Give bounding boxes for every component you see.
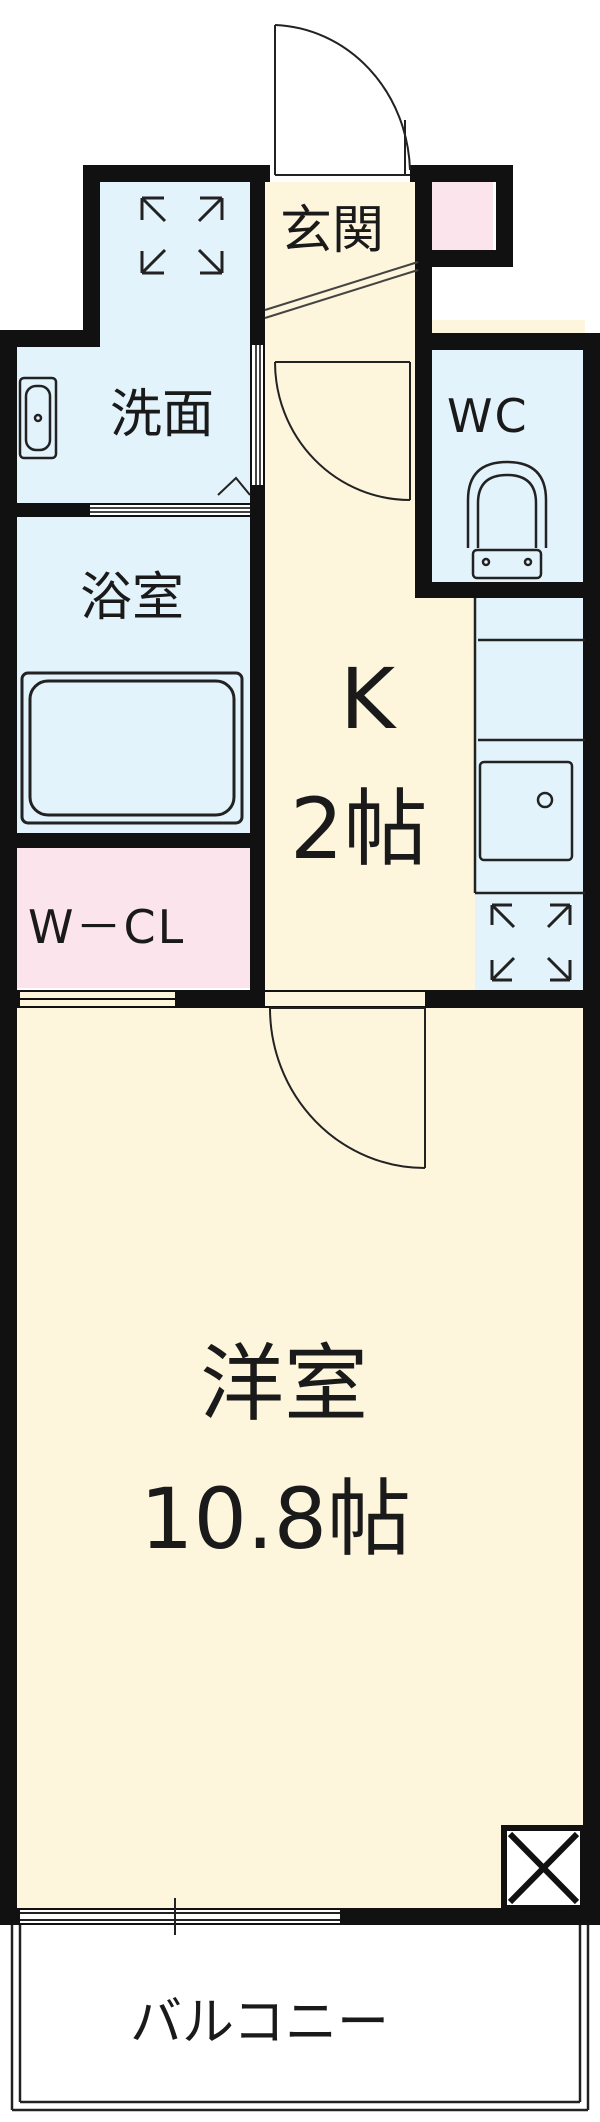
wall-top-left: [0, 330, 100, 347]
wcl-fill: [15, 848, 250, 988]
entrance-fill: [265, 180, 420, 320]
western-door[interactable]: [269, 1007, 426, 1169]
wc-fill: [430, 350, 585, 585]
wall-left: [0, 330, 17, 1925]
wall-entrance-inner: [415, 180, 432, 340]
wall-entrance-bottom: [415, 250, 513, 267]
bathtub-icon: [20, 671, 244, 825]
toilet-icon: [466, 460, 548, 580]
wall-top-entrance-right: [410, 165, 513, 182]
pipe-space-icon: [501, 1825, 586, 1911]
wall-step-vertical: [83, 165, 100, 347]
bath-fill: [15, 515, 255, 835]
entrance-step-line: [264, 261, 419, 311]
sink-icon: [478, 760, 574, 862]
washroom-vent-icon: [140, 196, 224, 275]
balcony-window[interactable]: [20, 1898, 340, 1935]
washroom-fill: [95, 180, 255, 345]
entrance-shoebox: [423, 180, 493, 250]
kitchen-counter-fill: [475, 598, 585, 993]
wall-bath-wcl: [0, 833, 265, 848]
label-balcony: バルコニー: [130, 1993, 389, 2053]
label-bath: 浴室: [80, 568, 184, 628]
entrance-door[interactable]: [270, 24, 411, 182]
label-western-name: 洋室: [200, 1335, 368, 1433]
room-fills: [15, 180, 585, 1908]
kitchen-counter: [473, 598, 585, 895]
western-room-fill: [15, 1008, 585, 1908]
kitchen-vent-icon: [490, 903, 572, 982]
wall-wc-top: [415, 333, 600, 350]
wall-wc-bottom: [415, 582, 600, 598]
label-wcl: W－CL: [28, 900, 185, 954]
label-western-size: 10.8帖: [140, 1470, 411, 1568]
washing-machine-corner: [217, 476, 251, 496]
wall-wc-left: [415, 333, 432, 598]
label-kitchen-name: K: [340, 650, 397, 748]
label-wc: WC: [447, 389, 529, 443]
label-kitchen-size: 2帖: [290, 780, 427, 878]
label-entrance: 玄関: [280, 201, 384, 261]
wall-top-washroom: [83, 165, 270, 182]
label-washroom: 洗面: [110, 385, 214, 445]
door-gap-western: [265, 992, 425, 1006]
wall-washroom-right: [250, 165, 265, 1005]
wall-entrance-right: [496, 165, 513, 267]
door-gap-bath: [90, 505, 250, 515]
washbasin-icon: [18, 376, 58, 460]
balcony: [10, 1925, 590, 2112]
kitchen-door[interactable]: [274, 361, 411, 501]
door-gap-washroom: [252, 345, 263, 485]
room-labels: 玄関 洗面 WC 浴室 K 2帖 W－CL 洋室 10.8帖 バルコニー: [28, 201, 529, 2053]
wall-wc-right: [583, 333, 600, 1925]
